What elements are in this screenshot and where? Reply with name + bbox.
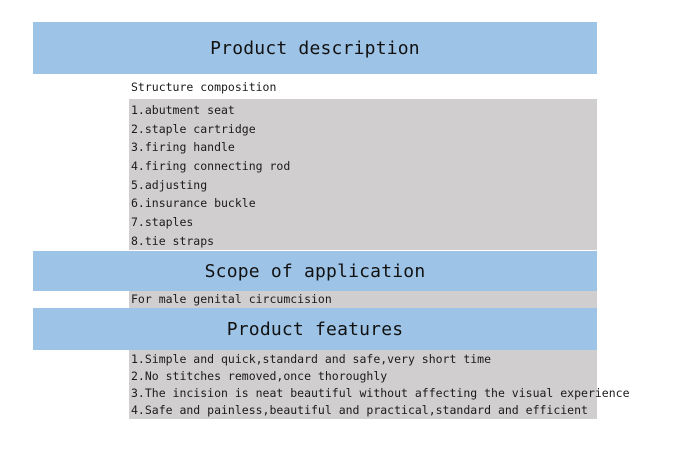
product-features-heading: Product features <box>33 308 597 350</box>
list-item: 5.adjusting <box>131 177 208 192</box>
scope-text: For male genital circumcision <box>129 291 597 308</box>
list-item: 3.The incision is neat beautiful without… <box>131 386 630 400</box>
list-item: 1.Simple and quick,standard and safe,ver… <box>131 352 492 366</box>
list-item: 3.firing handle <box>131 140 235 155</box>
structure-composition-label: Structure composition <box>129 78 597 97</box>
features-list: 1.Simple and quick,standard and safe,ver… <box>129 350 630 419</box>
list-item: 2.No stitches removed,once thoroughly <box>131 369 388 383</box>
list-item: 1.abutment seat <box>131 103 235 117</box>
list-item: 8.tie straps <box>131 233 215 248</box>
list-item: 2.staple cartridge <box>131 121 256 136</box>
list-item: 6.insurance buckle <box>131 196 256 211</box>
list-item: 4.Safe and painless,beautiful and practi… <box>131 403 588 417</box>
scope-of-application-heading: Scope of application <box>33 251 597 291</box>
list-item: 4.firing connecting rod <box>131 159 291 174</box>
components-list: 1.abutment seat 2.staple cartridge 3.fir… <box>129 99 597 250</box>
product-description-heading: Product description <box>33 22 597 74</box>
list-item: 7.staples <box>131 215 194 230</box>
